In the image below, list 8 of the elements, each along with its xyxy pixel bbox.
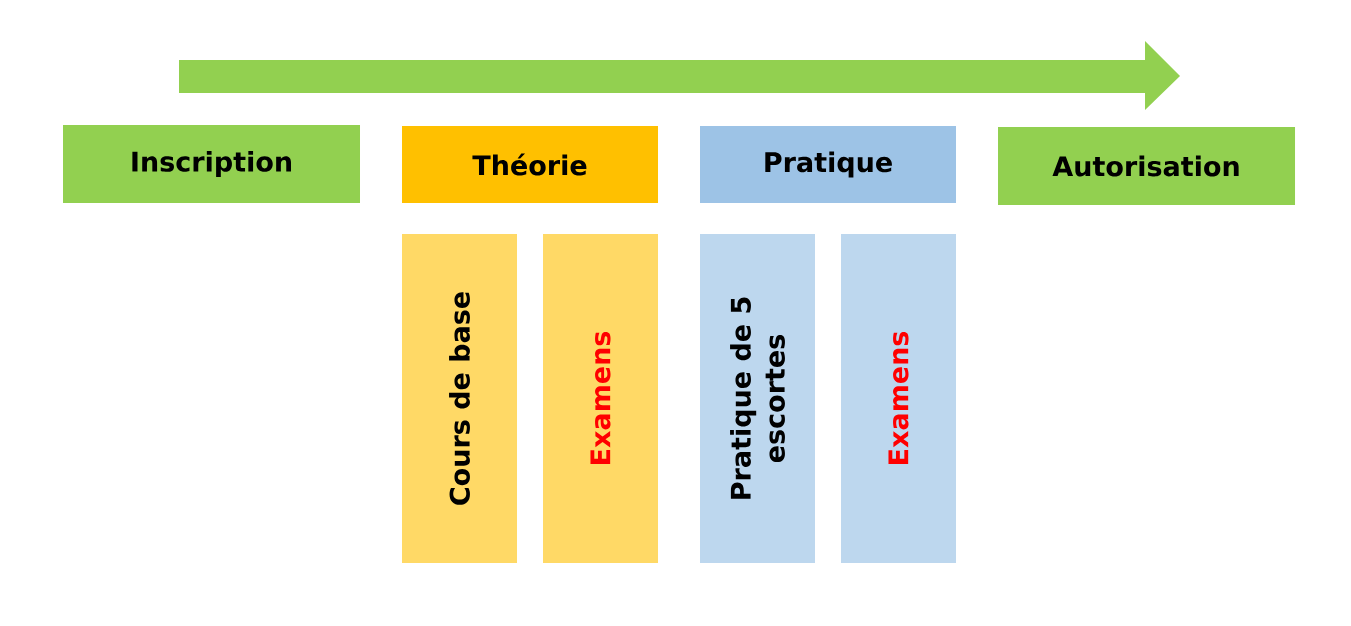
step-box: Examens bbox=[543, 234, 658, 563]
stage-box: Autorisation bbox=[998, 127, 1295, 205]
step-box: Cours de base bbox=[402, 234, 517, 563]
step-box: Pratique de 5 escortes bbox=[700, 234, 815, 563]
stage-box: Pratique bbox=[700, 126, 956, 203]
step-box: Examens bbox=[841, 234, 956, 563]
stage-box: Inscription bbox=[63, 125, 360, 203]
stage-box: Théorie bbox=[402, 126, 658, 203]
